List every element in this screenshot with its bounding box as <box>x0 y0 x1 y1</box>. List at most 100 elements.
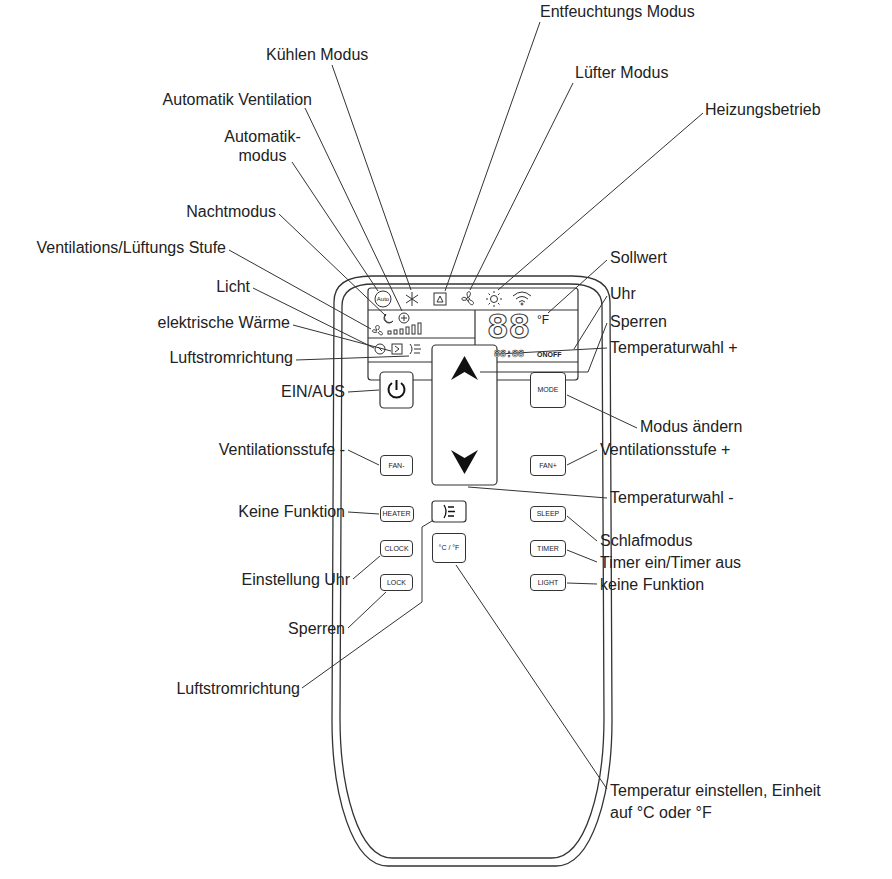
display-text: ONOFF <box>537 351 562 359</box>
callout-label: Temperaturwahl + <box>610 338 738 357</box>
button-label: FAN+ <box>539 462 557 470</box>
snowflake-icon <box>406 292 418 306</box>
remote-button: MODE <box>530 372 566 408</box>
display-divider <box>368 337 475 338</box>
remote-button: CLOCK <box>380 540 413 557</box>
down-arrow <box>451 450 478 474</box>
leader-line <box>348 390 379 392</box>
button-label: MODE <box>538 386 559 394</box>
callout-label: Temperatur einstellen, Einheit auf °C od… <box>610 780 845 824</box>
display-clock: 88:88 <box>494 349 524 360</box>
callout-label: Schlafmodus <box>600 531 693 550</box>
up-arrow <box>451 356 478 380</box>
button-label: TIMER <box>537 545 559 553</box>
callout-label: EIN/AUS <box>281 382 345 401</box>
leader-line <box>445 22 540 291</box>
callout-label: Kühlen Modus <box>266 45 368 64</box>
callout-label: Luftstromrichtung <box>169 348 293 367</box>
remote-button: FAN+ <box>530 455 566 476</box>
icon-stroke <box>486 291 502 307</box>
leader-line <box>548 260 607 313</box>
callout-label: Luftstromrichtung <box>176 679 300 698</box>
callout-label: Entfeuchtungs Modus <box>540 2 695 21</box>
button-label: LIGHT <box>538 579 559 587</box>
callout-label: Sperren <box>610 312 667 331</box>
callout-label: Heizungsbetrieb <box>705 100 821 119</box>
leader-line <box>348 512 379 514</box>
auto-vent-icon <box>399 313 409 323</box>
heater-icon <box>392 344 402 354</box>
display-divider <box>368 309 578 310</box>
icon-stroke <box>406 295 418 303</box>
callout-label: Ventilationsstufe - <box>219 440 345 459</box>
remote-button: SLEEP <box>530 506 566 522</box>
icon-stroke <box>410 344 421 354</box>
leader-line <box>279 214 386 316</box>
temperature-rocker <box>432 345 497 485</box>
icon-stroke <box>406 295 418 303</box>
callout-label: Ventilations/Lüftungs Stufe <box>37 238 226 257</box>
button-label: LOCK <box>387 579 406 587</box>
icon-stroke <box>513 292 531 302</box>
leader-line <box>348 450 379 465</box>
callout-label: Nachtmodus <box>186 202 276 221</box>
icon-stroke <box>491 296 498 303</box>
level-bar <box>400 329 403 334</box>
leader-line <box>470 83 573 290</box>
leader-line <box>296 356 409 360</box>
callout-label: Timer ein/Timer aus <box>600 553 741 572</box>
callout-label: Uhr <box>610 284 636 303</box>
leader-line <box>574 296 607 349</box>
remote-button: HEATER <box>380 506 414 522</box>
auto-icon <box>375 291 391 307</box>
level-bar <box>412 325 415 334</box>
callout-label: Ventilationsstufe + <box>600 440 730 459</box>
icon-stroke <box>399 313 409 323</box>
remote-housing <box>332 276 612 866</box>
level-bar <box>406 327 409 334</box>
dry-icon <box>434 293 446 305</box>
button-label: HEATER <box>383 510 411 518</box>
leader-line <box>292 162 378 291</box>
display-unit: °F <box>537 314 549 326</box>
leader-line <box>305 108 402 311</box>
leader-line <box>468 487 607 498</box>
callout-label: Automatik Ventilation <box>163 90 312 109</box>
leader-line <box>567 516 597 541</box>
level-bar <box>388 331 391 334</box>
callout-label: Sollwert <box>610 248 667 267</box>
button-label: FAN- <box>389 462 405 470</box>
icon-buttons <box>380 345 497 522</box>
callout-label: Automatik- modus <box>215 127 310 165</box>
power-symbol <box>396 380 398 390</box>
leader-line <box>567 550 597 562</box>
button-label: CLOCK <box>384 545 408 553</box>
wifi-icon <box>513 292 531 305</box>
button-label: °C / °F <box>439 544 460 552</box>
leader-line <box>348 592 386 628</box>
callout-label: Sperren <box>288 619 345 638</box>
display-text: Auto <box>375 296 391 302</box>
callout-label: Keine Funktion <box>238 502 345 521</box>
icon-stroke <box>437 296 443 302</box>
leader-line <box>498 113 703 290</box>
callout-label: keine Funktion <box>600 575 704 594</box>
icon-stroke <box>372 326 382 335</box>
display-digits: 88 <box>487 311 530 347</box>
button-label: SLEEP <box>537 510 560 518</box>
level-bar <box>394 330 397 334</box>
power-button <box>380 372 413 408</box>
callout-label: Lüfter Modus <box>575 63 668 82</box>
housing-inner <box>340 284 604 858</box>
icon-stroke <box>401 315 407 321</box>
housing-outer <box>332 276 612 866</box>
remote-button: °C / °F <box>432 533 466 563</box>
airflow-button <box>432 501 466 522</box>
callout-label: Einstellung Uhr <box>242 570 351 589</box>
remote-button: FAN- <box>380 455 413 476</box>
icon-stroke <box>395 346 399 352</box>
icon-stroke <box>462 292 474 305</box>
callout-label: Temperaturwahl - <box>610 488 734 507</box>
callout-label: elektrische Wärme <box>158 313 290 332</box>
